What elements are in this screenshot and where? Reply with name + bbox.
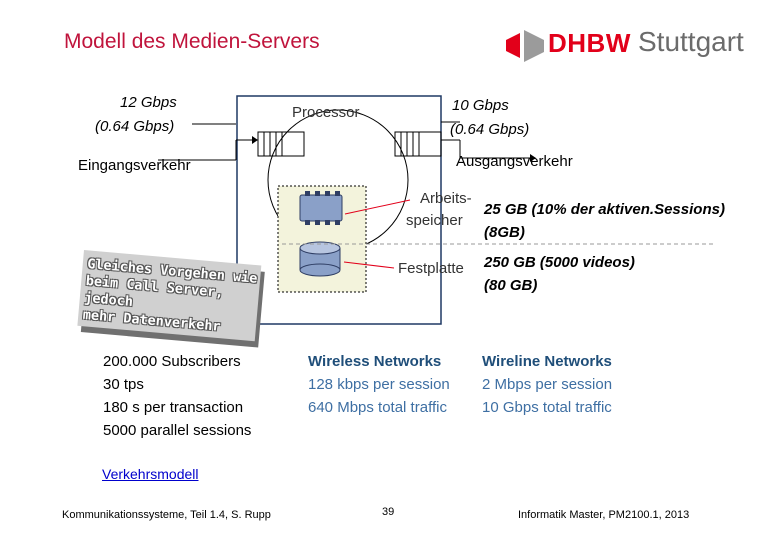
ingress-label: Eingangsverkehr: [78, 157, 191, 174]
footer-left: Kommunikationssysteme, Teil 1.4, S. Rupp: [62, 509, 271, 521]
stats-item: 200.000 Subscribers: [103, 353, 241, 370]
disk-label: Festplatte: [398, 260, 464, 277]
stats-item: 180 s per transaction: [103, 399, 244, 416]
page-title: Modell des Medien-Servers: [64, 30, 320, 53]
memory-label-1: Arbeits-: [420, 190, 472, 207]
disk-value-2: (80 GB): [484, 277, 538, 294]
disk-value-1: 250 GB (5000 videos): [484, 254, 635, 271]
egress-rate-alt: (0.64 Gbps): [450, 121, 530, 138]
wireline-heading: Wireline Networks: [482, 353, 612, 370]
ingress-queue: [257, 131, 305, 157]
memory-value-1: 25 GB (10% der aktiven.Sessions): [484, 201, 725, 218]
disk-icon: [299, 241, 341, 277]
server-box: [236, 95, 442, 325]
memory-pointer: [344, 199, 411, 215]
wireless-heading: Wireless Networks: [308, 353, 442, 370]
wireline-block: Wireline Networks 2 Mbps per session 10 …: [482, 350, 612, 419]
ingress-rate-alt: (0.64 Gbps): [95, 118, 175, 135]
wireline-line: 10 Gbps total traffic: [482, 399, 612, 416]
wireless-line: 128 kbps per session: [308, 376, 450, 393]
ingress-rate: 12 Gbps: [120, 94, 177, 111]
egress-rate: 10 Gbps: [452, 97, 509, 114]
ingress-arrow: [158, 136, 258, 161]
processor-label: Processor: [292, 104, 360, 121]
disk-pointer: [343, 261, 395, 269]
wireline-line: 2 Mbps per session: [482, 376, 613, 393]
egress-queue: [394, 131, 442, 157]
egress-label: Ausgangsverkehr: [456, 153, 573, 170]
memory-value-2: (8GB): [484, 224, 525, 241]
verkehrsmodell-link[interactable]: Verkehrsmodell: [102, 466, 199, 482]
memory-chip-icon: [299, 191, 343, 225]
logo-mark-left: [506, 33, 520, 58]
logo-brand: DHBW: [548, 28, 631, 58]
logo-city: Stuttgart: [638, 26, 744, 57]
wireless-line: 640 Mbps total traffic: [308, 399, 447, 416]
egress-arrow: [441, 139, 536, 162]
logo-mark-right: [524, 30, 544, 62]
footer-right: Informatik Master, PM2100.1, 2013: [518, 509, 690, 521]
memory-label-2: speicher: [406, 212, 463, 229]
stats-item: 5000 parallel sessions: [103, 422, 252, 439]
stats-list: 200.000 Subscribers 30 tps 180 s per tra…: [103, 350, 251, 442]
page-number: 39: [382, 506, 395, 518]
wireless-block: Wireless Networks 128 kbps per session 6…: [308, 350, 450, 419]
stats-item: 30 tps: [103, 376, 144, 393]
